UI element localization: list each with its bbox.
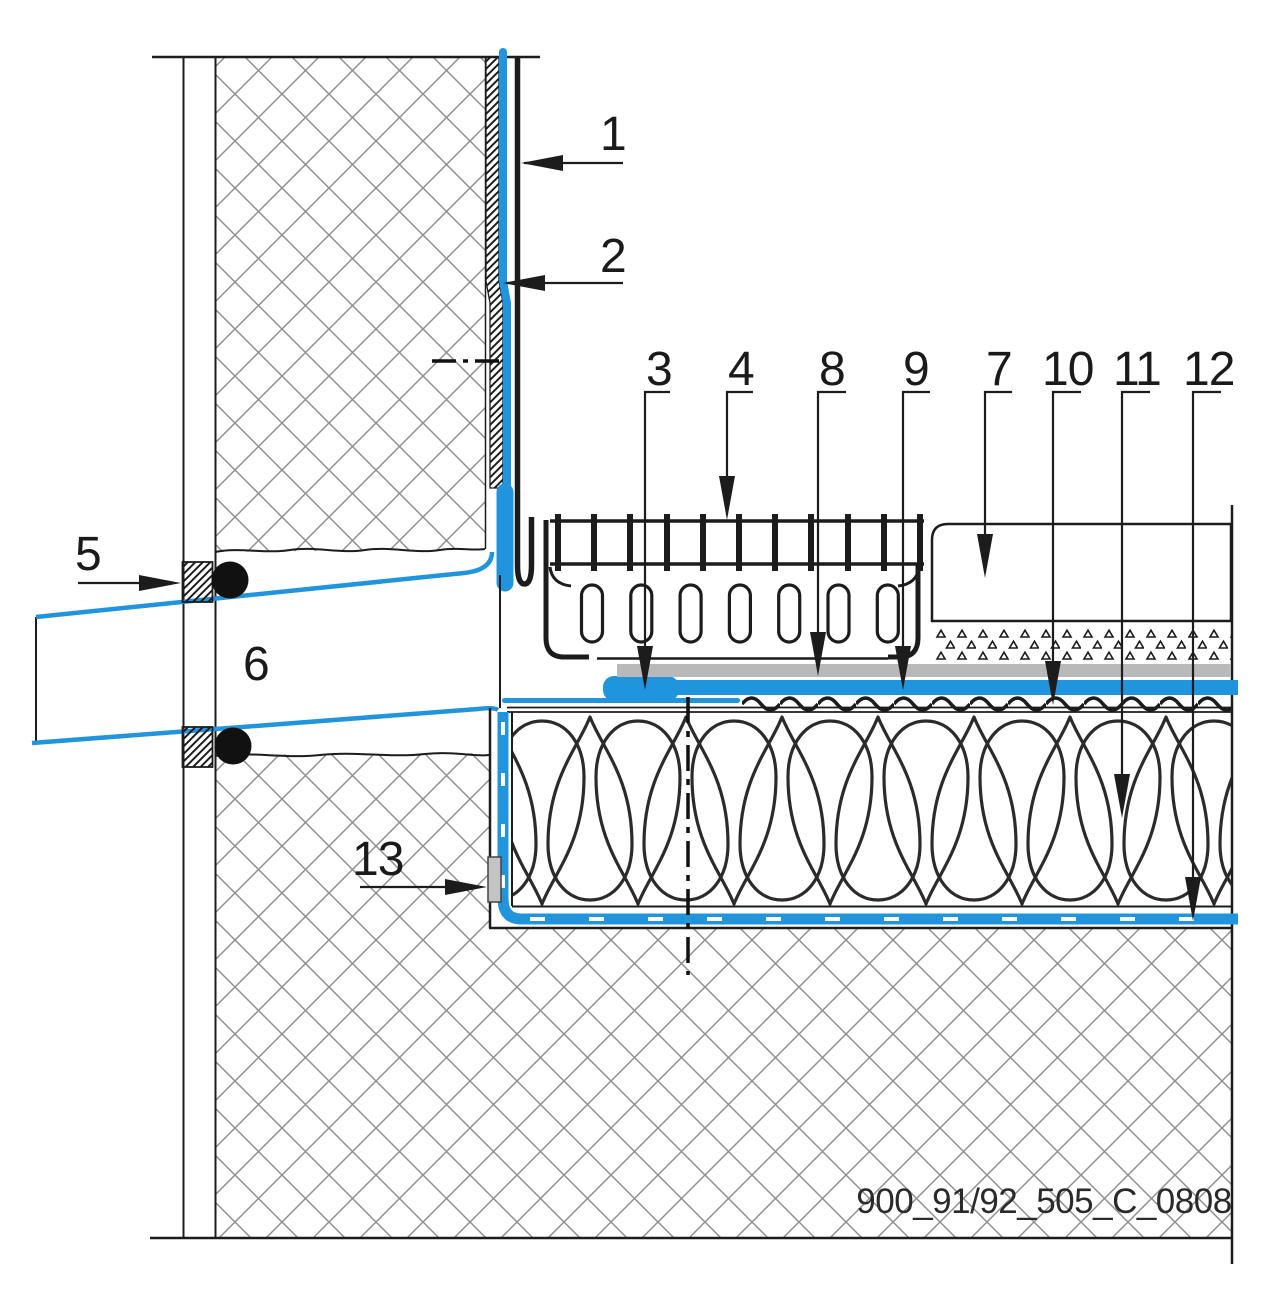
callout-10-number: 10: [1042, 343, 1093, 396]
callout-12-number: 12: [1183, 343, 1234, 396]
arrow-down-icon: [1185, 877, 1201, 921]
callout-10: 10: [1042, 343, 1094, 705]
profile-left-wall: [543, 520, 589, 660]
slab-top-membrane: [35, 551, 495, 620]
profile-grating: [550, 514, 924, 571]
callout-12: 12: [1183, 343, 1235, 921]
vapor-barrier: [497, 712, 1238, 925]
membrane-welded-edge: [603, 676, 679, 701]
callout-9-number: 9: [903, 343, 929, 396]
callout-6-number: 6: [243, 638, 269, 691]
callout-3: 3: [637, 343, 673, 690]
callout-11: 11: [1113, 343, 1162, 818]
membrane-sheet: [608, 680, 1238, 695]
drainage-mat-triangles: [934, 628, 1231, 662]
edge-fixing-block: [487, 856, 502, 903]
seal-strip: [181, 726, 214, 768]
lower-wall-section: [214, 752, 1231, 1238]
drawing-number: 900_91/92_505_C_0808: [856, 1182, 1231, 1221]
metal-flashing: [514, 57, 535, 587]
callout-8-number: 8: [819, 343, 845, 396]
callout-3-number: 3: [646, 343, 672, 396]
callout-6: 6: [243, 638, 270, 691]
slab-bottom-membrane: [31, 705, 500, 746]
gravel-stop-profile: [543, 514, 924, 660]
upper-wall-break-line: [214, 547, 486, 553]
callout-5-number: 5: [75, 528, 101, 581]
arrow-right-icon: [445, 879, 487, 895]
lower-wall-break-line: [214, 752, 490, 758]
arrow-right-icon: [139, 575, 181, 591]
callout-7: 7: [977, 343, 1013, 578]
arrow-left-icon: [503, 275, 545, 291]
callout-11-number: 11: [1113, 343, 1161, 396]
lower-wall-hatch: [215, 753, 1231, 1238]
paving-slab: [930, 522, 1233, 623]
vapor-barrier-sheet: [497, 712, 1238, 925]
callout-4-number: 4: [728, 343, 754, 396]
arrow-down-icon: [977, 534, 993, 578]
separation-fleece-wavy: [742, 692, 1231, 716]
callout-4: 4: [719, 343, 755, 520]
lower-joint-seal: [181, 726, 252, 768]
upper-wall-hatch: [215, 57, 485, 552]
paving-slab-outline: [930, 522, 1233, 623]
upper-joint-seal: [181, 561, 249, 603]
callout-8: 8: [810, 343, 846, 676]
upper-wall-section: [214, 57, 487, 553]
callout-2-number: 2: [600, 230, 626, 283]
membrane-underlay-strip: [502, 698, 740, 703]
callout-5: 5: [75, 528, 181, 591]
backer-rod: [211, 561, 249, 599]
callout-1: 1: [521, 108, 627, 171]
arrow-down-icon: [895, 646, 911, 690]
backer-rod: [214, 727, 252, 765]
callout-1-number: 1: [600, 108, 626, 161]
callout-13-number: 13: [352, 833, 403, 886]
wall-face-layers: [485, 48, 535, 708]
callout-9: 9: [895, 343, 930, 690]
arrow-down-icon: [719, 476, 735, 520]
callout-7-number: 7: [986, 343, 1012, 396]
callout-13: 13: [352, 833, 487, 895]
protection-layer-gray: [617, 664, 1231, 677]
arrow-down-icon: [1114, 774, 1130, 818]
insulation-layer: [513, 713, 1231, 906]
arrow-down-icon: [810, 632, 826, 676]
wall-membrane: [499, 48, 511, 490]
roof-waterproofing-membrane: [502, 676, 1238, 703]
arrow-left-icon: [521, 155, 563, 171]
profile-slots: [579, 583, 900, 644]
callout-2: 2: [503, 230, 627, 291]
profile-left-fillet: [548, 566, 572, 588]
arrow-down-icon: [637, 646, 653, 690]
seal-strip: [181, 561, 214, 603]
arrow-down-icon: [1045, 661, 1061, 705]
